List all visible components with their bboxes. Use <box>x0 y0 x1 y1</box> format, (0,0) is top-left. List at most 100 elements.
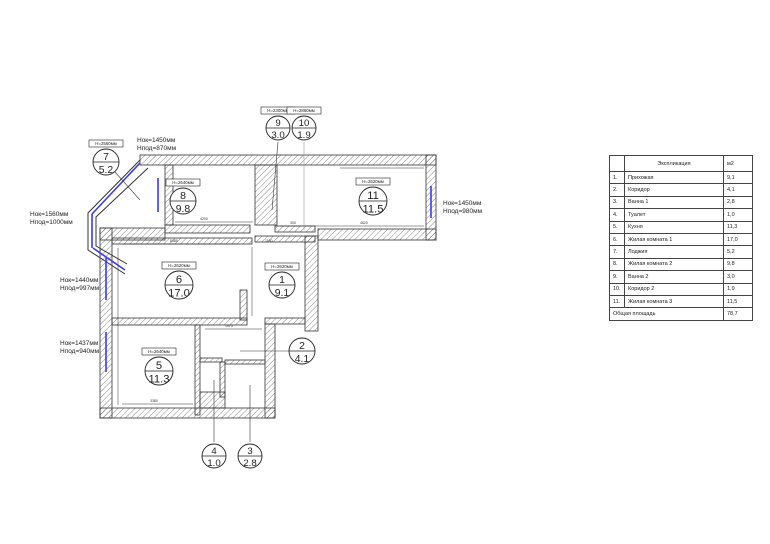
cell-name: Лоджия <box>624 245 724 259</box>
room-area: 2.8 <box>243 458 256 469</box>
cell-name: Жилая комната 2 <box>624 257 724 272</box>
cell-n: 8. <box>609 257 625 272</box>
height-box <box>165 178 201 187</box>
height-box <box>141 347 177 356</box>
room-tag-8: 8 9.8 H=2640мм <box>165 178 201 215</box>
room-num: 5 <box>156 360 162 372</box>
dim-label: 3380 <box>150 399 158 403</box>
height-box <box>355 177 391 186</box>
room-tags: 75.2H=2560мм89.8H=2640мм93.0H=2300мм101.… <box>88 106 391 469</box>
cell-n: 3. <box>609 195 625 210</box>
dim-label: 5085 <box>170 239 178 243</box>
cell-v: 17,0 <box>723 232 753 247</box>
cell-n: 11. <box>609 294 625 309</box>
room-num: 7 <box>103 152 109 163</box>
room-area: 9.8 <box>176 204 191 215</box>
dim-label: 4200 <box>200 217 208 221</box>
dim-label: 1975 <box>225 324 233 328</box>
room-area: 9.1 <box>275 288 290 299</box>
cell-name: Кухня <box>624 220 724 234</box>
room-area: 4.1 <box>295 354 310 365</box>
cell-n: 1. <box>609 170 625 185</box>
room-tag-7: 7 5.2 H=2560мм <box>88 139 124 176</box>
room-area: 5.2 <box>99 165 114 176</box>
cell-n: 10. <box>609 282 625 296</box>
dim-label: 4620 <box>360 221 368 225</box>
room-num: 11 <box>367 190 379 202</box>
room-tag-10: 101.9H=2860мм <box>286 106 322 141</box>
room-height: H=2620мм <box>168 263 190 268</box>
table-header: Экспликация м2 <box>609 155 753 172</box>
room-area: 11.3 <box>149 374 170 386</box>
cell-n: 4. <box>609 208 625 222</box>
header-name: Экспликация <box>624 155 724 172</box>
room-tag-3: 32.8 <box>237 443 263 469</box>
room-num: 1 <box>279 275 285 286</box>
cell-n: 6. <box>609 232 625 247</box>
room-height: H=2860мм <box>293 108 315 113</box>
room-height: H=2620мм <box>271 264 293 269</box>
room-tag-1: 1 9.1 H=2620мм <box>264 262 300 299</box>
cell-v: 11,5 <box>723 294 753 309</box>
cell-name: Туалет <box>624 208 724 222</box>
room-tag-6: 6 17.0 H=2620мм <box>161 261 197 300</box>
room-num: 9 <box>275 118 280 129</box>
room-num: 6 <box>176 274 182 286</box>
cell-v: 2,8 <box>723 195 753 210</box>
height-box <box>264 262 300 271</box>
room-height: H=2300мм <box>267 108 289 113</box>
room-tag-4: 41.0 <box>201 443 227 469</box>
windows <box>91 162 432 372</box>
cell-n: 2. <box>609 183 625 197</box>
cell-v: 4,1 <box>723 183 753 197</box>
cell-v: 1,9 <box>723 282 753 296</box>
room-height: H=2640мм <box>172 180 194 185</box>
leader-lines <box>114 141 305 442</box>
header-unit: м2 <box>723 155 753 172</box>
height-box <box>88 139 124 148</box>
cell-v: 11,3 <box>723 220 753 234</box>
cell-v: 3,0 <box>723 270 753 284</box>
cell-n: 9. <box>609 270 625 284</box>
total-row: Общая площадь 78,7 <box>609 307 753 321</box>
cell-name: Коридор <box>624 183 724 197</box>
height-box <box>161 261 197 270</box>
room-num: 2 <box>299 341 305 352</box>
cell-name: Прихожая <box>624 170 724 185</box>
room-area: 11.5 <box>363 204 384 216</box>
room-num: 8 <box>180 191 186 202</box>
room-area: 1.9 <box>297 130 310 141</box>
cell-name: Ванна 1 <box>624 195 724 210</box>
room-height: H=2560мм <box>95 141 117 146</box>
room-tag-2: 24.1 <box>288 337 316 365</box>
room-area: 3.0 <box>271 130 284 141</box>
total-value: 78,7 <box>723 307 753 321</box>
cell-name: Коридор 2 <box>624 282 724 296</box>
cell-name: Жилая комната 1 <box>624 232 724 247</box>
room-num: 4 <box>211 446 217 457</box>
room-area: 17.0 <box>168 288 190 300</box>
height-box <box>286 106 322 115</box>
dim-label: 1180 <box>265 239 273 243</box>
cell-name: Ванна 2 <box>624 270 724 284</box>
cell-name: Жилая комната 3 <box>624 294 724 309</box>
cell-v: 5,2 <box>723 245 753 259</box>
dim-label: 300 <box>290 221 296 225</box>
cell-n: 7. <box>609 245 625 259</box>
